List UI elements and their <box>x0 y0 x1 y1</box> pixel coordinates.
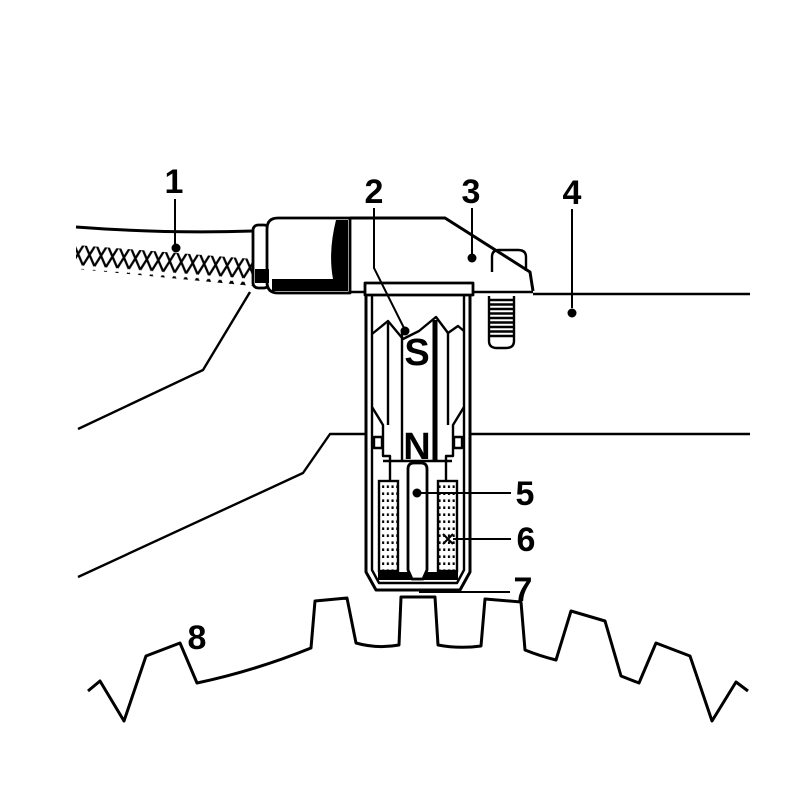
callout-1-dot <box>171 243 181 253</box>
callout-3: 3 <box>462 173 481 263</box>
callout-7-label: 7 <box>514 571 533 609</box>
connector-terminal <box>255 269 269 283</box>
callout-3-label: 3 <box>462 173 481 211</box>
coil-left <box>377 479 400 573</box>
cable-top-outline <box>75 225 254 234</box>
mounting-screw <box>487 296 516 350</box>
callout-4-dot <box>567 308 577 318</box>
connector-seal <box>272 220 348 291</box>
screw-threads <box>489 298 514 338</box>
bracket-upper-left-edge <box>77 291 252 431</box>
screw-tip <box>487 337 516 350</box>
pole-shoe-right <box>444 406 466 480</box>
callout-7: 7 <box>419 571 532 609</box>
mounting-bracket-lines <box>77 291 750 579</box>
callout-6: 6 <box>442 521 536 559</box>
break-line <box>371 315 465 341</box>
callout-5-dot <box>412 488 422 498</box>
callout-3-dot <box>467 253 477 263</box>
callout-1: 1 <box>165 163 184 253</box>
callout-6-x-marker <box>442 533 454 545</box>
callout-2-dot <box>400 326 410 336</box>
coil-right-winding <box>436 479 459 573</box>
callout-2-label: 2 <box>365 173 384 211</box>
callout-4: 4 <box>563 174 582 318</box>
sensor-housing <box>251 216 535 297</box>
callout-5: 5 <box>412 475 535 513</box>
callout-2-leader <box>373 208 406 331</box>
mounting-tab <box>490 248 528 272</box>
callout-2: 2 <box>365 173 410 336</box>
trigger-wheel-teeth <box>87 595 749 723</box>
flange-plate <box>363 281 475 297</box>
pole-shoe-left <box>370 406 392 480</box>
barrel-inner-wall <box>370 295 466 585</box>
magnet-pole-south-label: S <box>404 332 429 374</box>
magnet: S N <box>383 320 452 468</box>
barrel-outer-wall <box>364 295 472 592</box>
magnet-pole-north-label: N <box>403 426 430 468</box>
screw-shank <box>487 296 516 337</box>
sensor-cable <box>75 225 254 286</box>
pole-shoe-notch-left <box>372 435 384 450</box>
cable-braid <box>76 245 253 286</box>
coil-left-winding <box>377 479 400 573</box>
sensor-barrel: S N <box>364 295 472 592</box>
coil-right <box>436 479 459 573</box>
trigger-wheel <box>87 595 749 723</box>
callout-8-label: 8 <box>188 619 207 657</box>
pole-shoe-notch-right <box>452 435 464 450</box>
bracket-lower-left-edge <box>77 432 366 579</box>
housing-top-outline <box>350 216 535 292</box>
callout-8: 8 <box>188 619 207 657</box>
callout-4-label: 4 <box>563 174 582 212</box>
callout-1-label: 1 <box>165 163 184 201</box>
callout-5-label: 5 <box>516 475 535 513</box>
callout-6-label: 6 <box>517 521 536 559</box>
pole-pin <box>406 461 429 581</box>
